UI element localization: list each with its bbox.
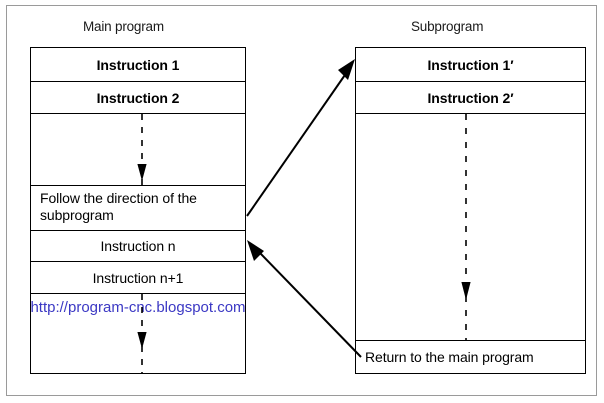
main-row-url: http://program-cnc.blogspot.com xyxy=(30,294,246,373)
blog-url-text: http://program-cnc.blogspot.com xyxy=(30,299,246,316)
main-row-instruction-n-plus-1-label: Instruction n+1 xyxy=(92,269,184,286)
main-row-follow-direction-label: Follow the direction of the subprogram xyxy=(40,190,197,223)
main-row-instruction-2-label: Instruction 2 xyxy=(96,89,180,106)
subprogram-caption: Subprogram xyxy=(411,19,484,34)
sub-row-instruction-1-prime-label: Instruction 1′ xyxy=(427,56,514,73)
sub-row-return-to-main-label: Return to the main program xyxy=(365,349,534,365)
main-row-instruction-1: Instruction 1 xyxy=(31,48,245,82)
main-row-instruction-2: Instruction 2 xyxy=(31,82,245,114)
sub-row-instruction-1-prime: Instruction 1′ xyxy=(356,48,585,82)
main-program-table: Instruction 1 Instruction 2 Follow the d… xyxy=(30,47,246,374)
subprogram-table: Instruction 1′ Instruction 2′ Return to … xyxy=(355,47,586,374)
main-row-instruction-n-label: Instruction n xyxy=(100,238,176,254)
main-row-instruction-n-plus-1: Instruction n+1 xyxy=(31,262,245,294)
main-row-instruction-1-label: Instruction 1 xyxy=(96,56,180,73)
sub-row-flow-gap xyxy=(356,114,585,341)
sub-row-instruction-2-prime-label: Instruction 2′ xyxy=(427,89,514,106)
main-row-instruction-n: Instruction n xyxy=(31,231,245,262)
outer-frame xyxy=(6,5,597,396)
main-row-flow-gap-top xyxy=(31,114,245,186)
main-row-follow-direction: Follow the direction of the subprogram xyxy=(31,186,245,231)
sub-row-return-to-main: Return to the main program xyxy=(356,341,585,373)
sub-row-instruction-2-prime: Instruction 2′ xyxy=(356,82,585,114)
main-program-caption: Main program xyxy=(83,19,164,34)
